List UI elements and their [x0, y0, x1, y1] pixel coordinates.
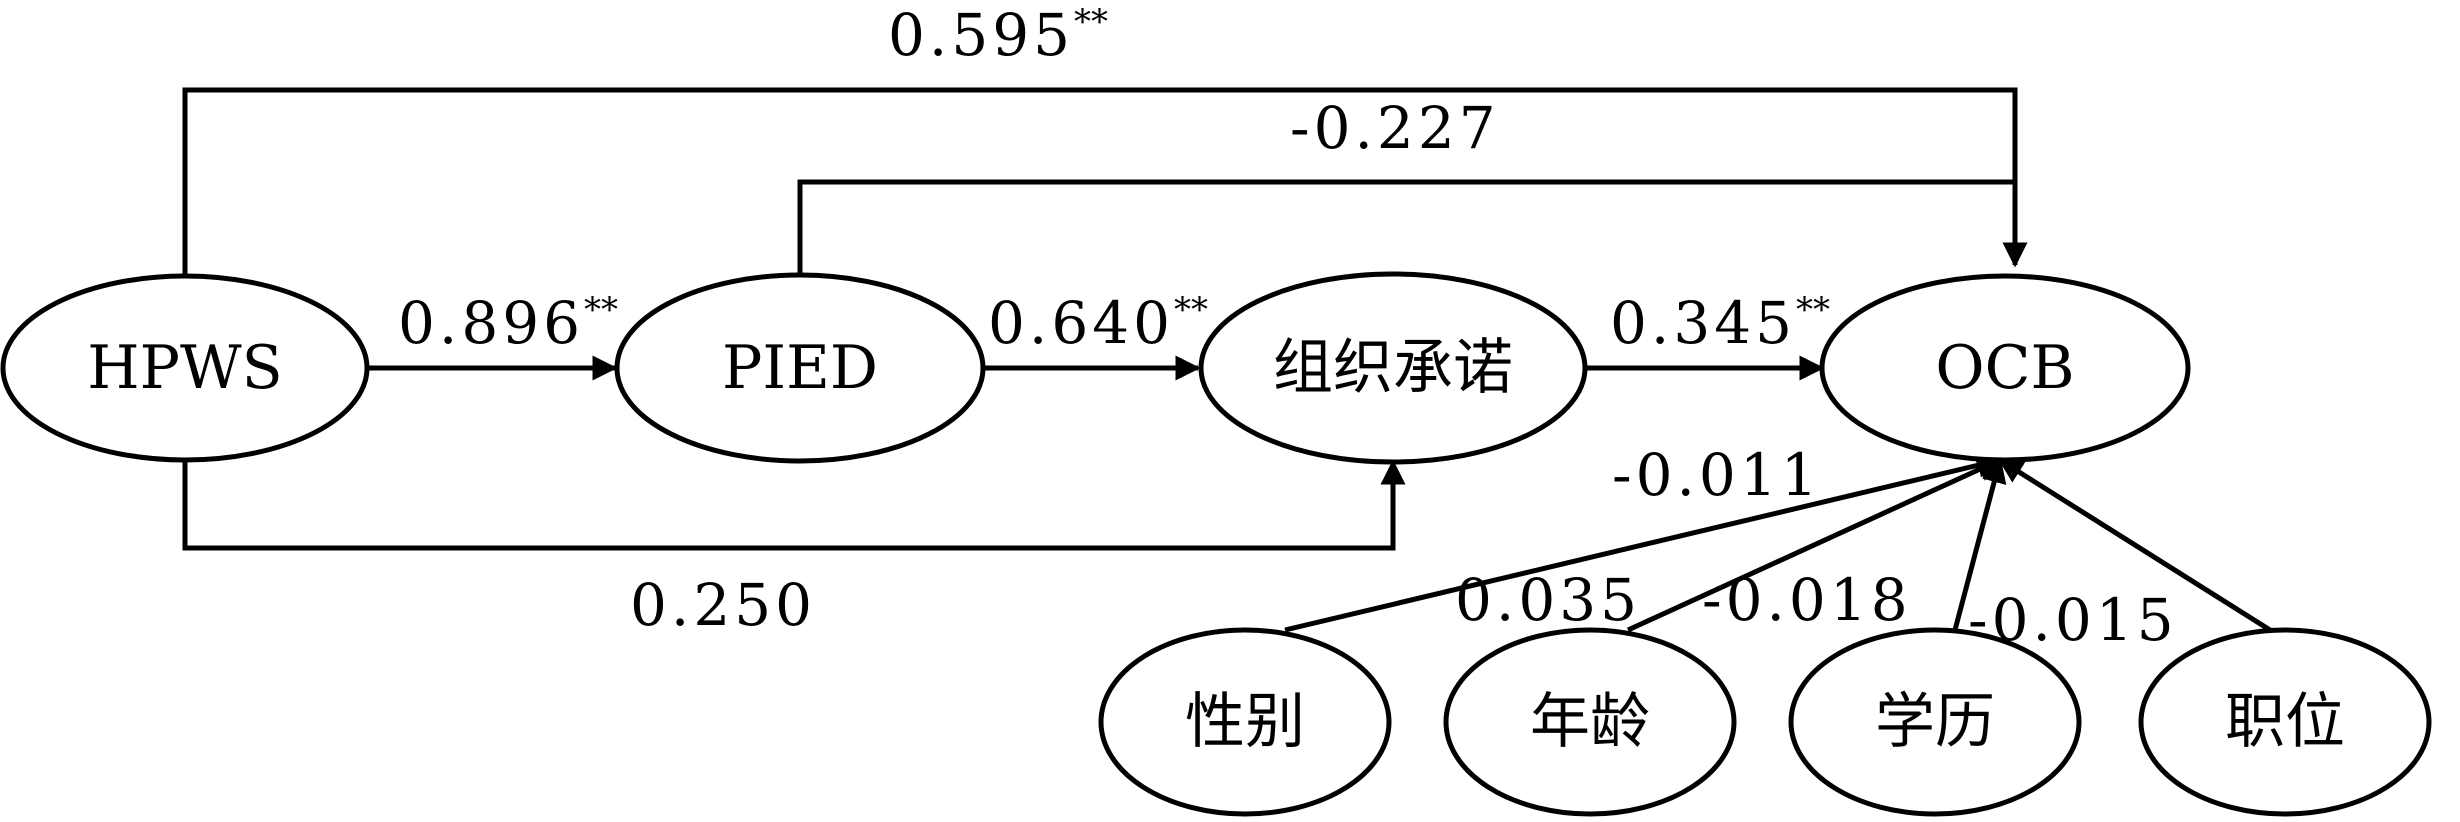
label-hpws-to-org-commitment: 0.250 [630, 571, 816, 639]
label-pied-to-ocb: -0.227 [1290, 94, 1500, 162]
node-pied: PIED [614, 272, 986, 464]
node-hpws-label: HPWS [87, 333, 282, 403]
edge-hpws-to-org-commitment [182, 459, 1406, 551]
label-education-to-ocb: -0.018 [1702, 566, 1912, 634]
label-hpws-to-ocb: 0.595** [888, 1, 1108, 69]
node-age-label: 年龄 [1530, 687, 1650, 757]
node-education-label: 学历 [1875, 687, 1995, 757]
label-position-to-ocb: -0.015 [1968, 586, 2178, 654]
edge-labels: 0.595** -0.227 0.896** 0.640** 0.345** 0… [398, 1, 2178, 654]
label-age-to-ocb: 0.035 [1455, 566, 1641, 634]
node-pied-label: PIED [722, 333, 878, 403]
label-gender-to-ocb: -0.011 [1612, 441, 1822, 509]
edge-gender-to-ocb [1284, 453, 2003, 633]
node-gender: 性别 [1098, 627, 1392, 817]
nodes: HPWS PIED 组织承诺 OCB 性别 年龄 学历 职位 [0, 271, 2432, 817]
edge-hpws-to-ocb [182, 87, 2028, 275]
node-org-commitment: 组织承诺 [1198, 271, 1588, 465]
node-ocb: OCB [1819, 273, 2191, 463]
label-pied-to-org-commitment: 0.640** [988, 289, 1208, 357]
label-org-commitment-to-ocb: 0.345** [1610, 289, 1830, 357]
edges [182, 87, 2272, 633]
node-hpws: HPWS [0, 273, 370, 463]
node-age: 年龄 [1443, 627, 1737, 817]
node-education: 学历 [1788, 627, 2082, 817]
node-position-label: 职位 [2225, 687, 2345, 757]
node-position: 职位 [2138, 627, 2432, 817]
node-org-commitment-label: 组织承诺 [1273, 333, 1513, 403]
edge-pied-to-ocb [797, 179, 2015, 275]
edge-age-to-ocb [1626, 457, 2003, 633]
node-gender-label: 性别 [1185, 687, 1305, 757]
label-hpws-to-pied: 0.896** [398, 289, 618, 357]
edge-position-to-ocb [1997, 457, 2272, 633]
edge-education-to-ocb [1952, 457, 2007, 631]
node-ocb-label: OCB [1935, 333, 2074, 403]
